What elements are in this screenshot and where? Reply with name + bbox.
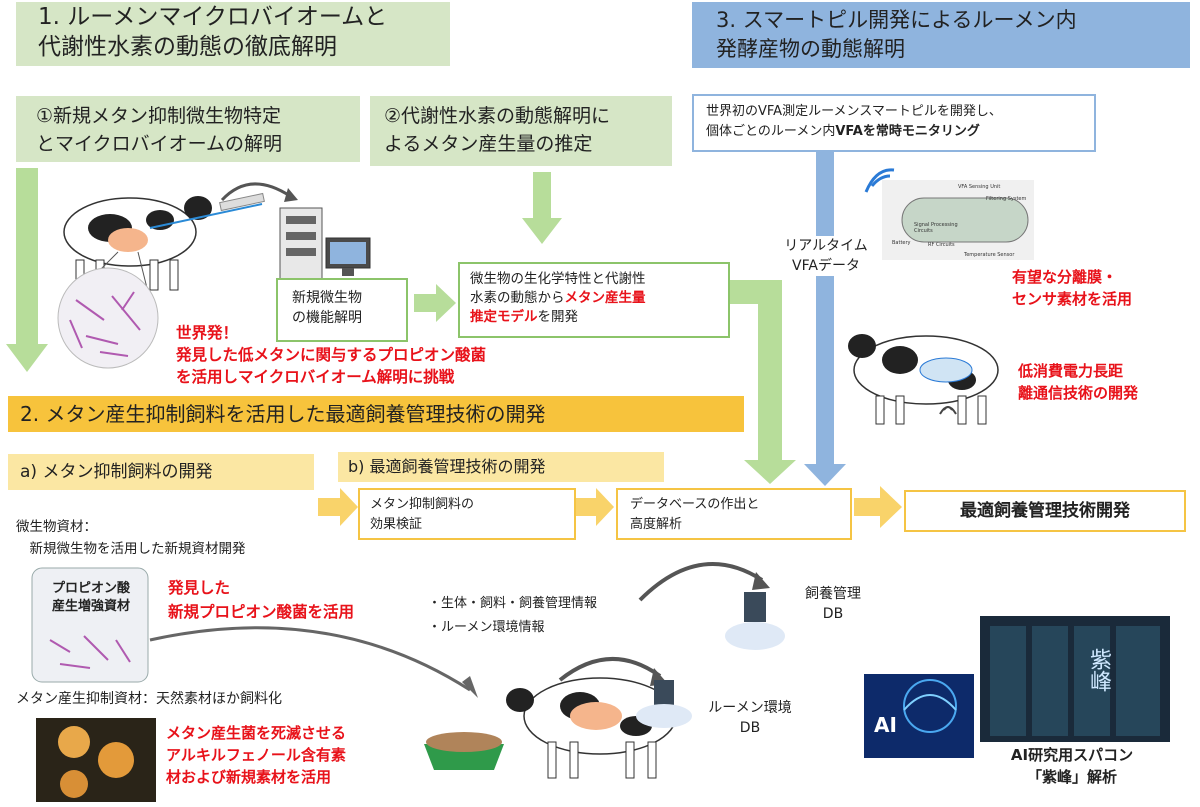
smart-pill-illustration xyxy=(864,168,1034,260)
section3-title: 3. スマートピル開発によるルーメン内 発酵産物の動態解明 xyxy=(692,2,1190,68)
seed-photo xyxy=(36,718,156,802)
curved-arrow-bag-cow xyxy=(149,626,471,692)
model-box-post: を開発 xyxy=(537,309,579,325)
methane-material-text: メタン産生抑制資材：天然素材ほか飼料化 xyxy=(16,691,282,707)
green-arrow-sub2 xyxy=(522,172,562,244)
section1-sub2: ②代謝性水素の動態解明に よるメタン産生量の推定 xyxy=(370,96,672,166)
effect-box: メタン抑制飼料の 効果検証 xyxy=(358,488,576,540)
microbe-material-text: 微生物資材： 新規微生物を活用した新規資材開発 xyxy=(16,519,246,557)
model-box-text: 微生物の生化学特性と代謝性 水素の動態から xyxy=(470,271,646,306)
pill-label-signal: Signal Processing Circuits xyxy=(914,222,958,234)
yellow-arrow-a-b xyxy=(318,488,358,526)
rumen-db-label: ルーメン環境 DB xyxy=(708,700,792,736)
feed-tray xyxy=(424,732,504,770)
curved-arrow-feed-db xyxy=(638,562,764,602)
supercomputer-chars: 紫峰 xyxy=(1086,648,1111,692)
a-title: a) メタン抑制飼料の開発 xyxy=(8,454,314,490)
cow-illustration-2 xyxy=(848,334,999,425)
info-item-2: ・ルーメン環境情報 xyxy=(428,620,545,635)
propion-label: プロピオン酸 産生増強資材 xyxy=(51,581,130,614)
lowpower-text: 低消費電力長距 離通信技術の開発 xyxy=(1018,362,1139,402)
model-box: 微生物の生化学特性と代謝性 水素の動態からメタン産生量 推定モデルを開発 xyxy=(458,262,730,338)
pill-label-battery: Battery xyxy=(892,240,911,246)
alkyl-text: メタン産生菌を死滅させる アルキルフェノール含有素 材および新規素材を活用 xyxy=(166,724,347,786)
b-title: b) 最適飼養管理技術の開発 xyxy=(338,452,664,482)
section2-title: 2. メタン産生抑制飼料を活用した最適飼養管理技術の開発 xyxy=(8,396,744,432)
pill-label-vfa: VFA Sensing Unit xyxy=(958,184,1001,190)
result-box: 最適飼養管理技術開発 xyxy=(904,490,1186,532)
microbe-micrograph xyxy=(57,267,159,369)
cow-illustration-1 xyxy=(63,182,298,301)
pill-label-temp: Temperature Sensor xyxy=(964,252,1015,258)
feed-db-label: 飼養管理 DB xyxy=(805,586,861,622)
database-box: データベースの作出と 高度解析 xyxy=(616,488,852,540)
green-arrow-left xyxy=(6,168,48,372)
membrane-text: 有望な分離膜・ センサ素材を活用 xyxy=(1012,268,1133,308)
smartpill-box-bold: VFAを常時モニタリング xyxy=(835,124,980,139)
lab-instruments xyxy=(279,207,371,283)
ai-image xyxy=(864,674,974,758)
section1-title: 1. ルーメンマイクロバイオームと 代謝性水素の動態の徹底解明 xyxy=(16,2,450,66)
info-item-1: ・生体・飼料・飼養管理情報 xyxy=(428,596,598,611)
model-box-red: メタン産生量 推定モデル xyxy=(470,290,646,325)
blue-arrow-down xyxy=(804,150,846,486)
smartpill-box: 世界初のVFA測定ルーメンスマートピルを開発し、 個体ごとのルーメン内VFAを常… xyxy=(692,94,1096,152)
discovery-text: 世界発！ 発見した低メタンに関与するプロピオン酸菌 を活用しマイクロバイオーム解… xyxy=(176,324,487,386)
found-propion-text: 発見した 新規プロピオン酸菌を活用 xyxy=(168,579,355,621)
yellow-arrow-effect-db xyxy=(576,488,614,526)
supercomputer-image xyxy=(980,616,1170,742)
feed-db-cylinder xyxy=(725,592,785,650)
ai-image-label: AI xyxy=(874,713,897,737)
section1-sub1: ①新規メタン抑制微生物特定 とマイクロバイオームの解明 xyxy=(16,96,360,162)
pill-label-rf: RF Circuits xyxy=(928,242,955,248)
cow-illustration-3 xyxy=(506,656,692,779)
func-box: 新規微生物 の機能解明 xyxy=(276,278,408,342)
realtime-vfa-label: リアルタイム VFAデータ xyxy=(776,236,876,276)
green-arrow-model-db xyxy=(730,280,796,484)
yellow-arrow-db-result xyxy=(854,486,902,528)
green-arrow-func-model xyxy=(414,284,456,322)
supercomputer-label: AI研究用スパコン 「紫峰」解析 xyxy=(1010,746,1134,786)
smartpill-box-text: 世界初のVFA測定ルーメンスマートピルを開発し、 個体ごとのルーメン内 xyxy=(706,104,1002,139)
pill-label-filter: Filtering System xyxy=(986,196,1027,202)
propion-material-bag xyxy=(31,567,149,683)
